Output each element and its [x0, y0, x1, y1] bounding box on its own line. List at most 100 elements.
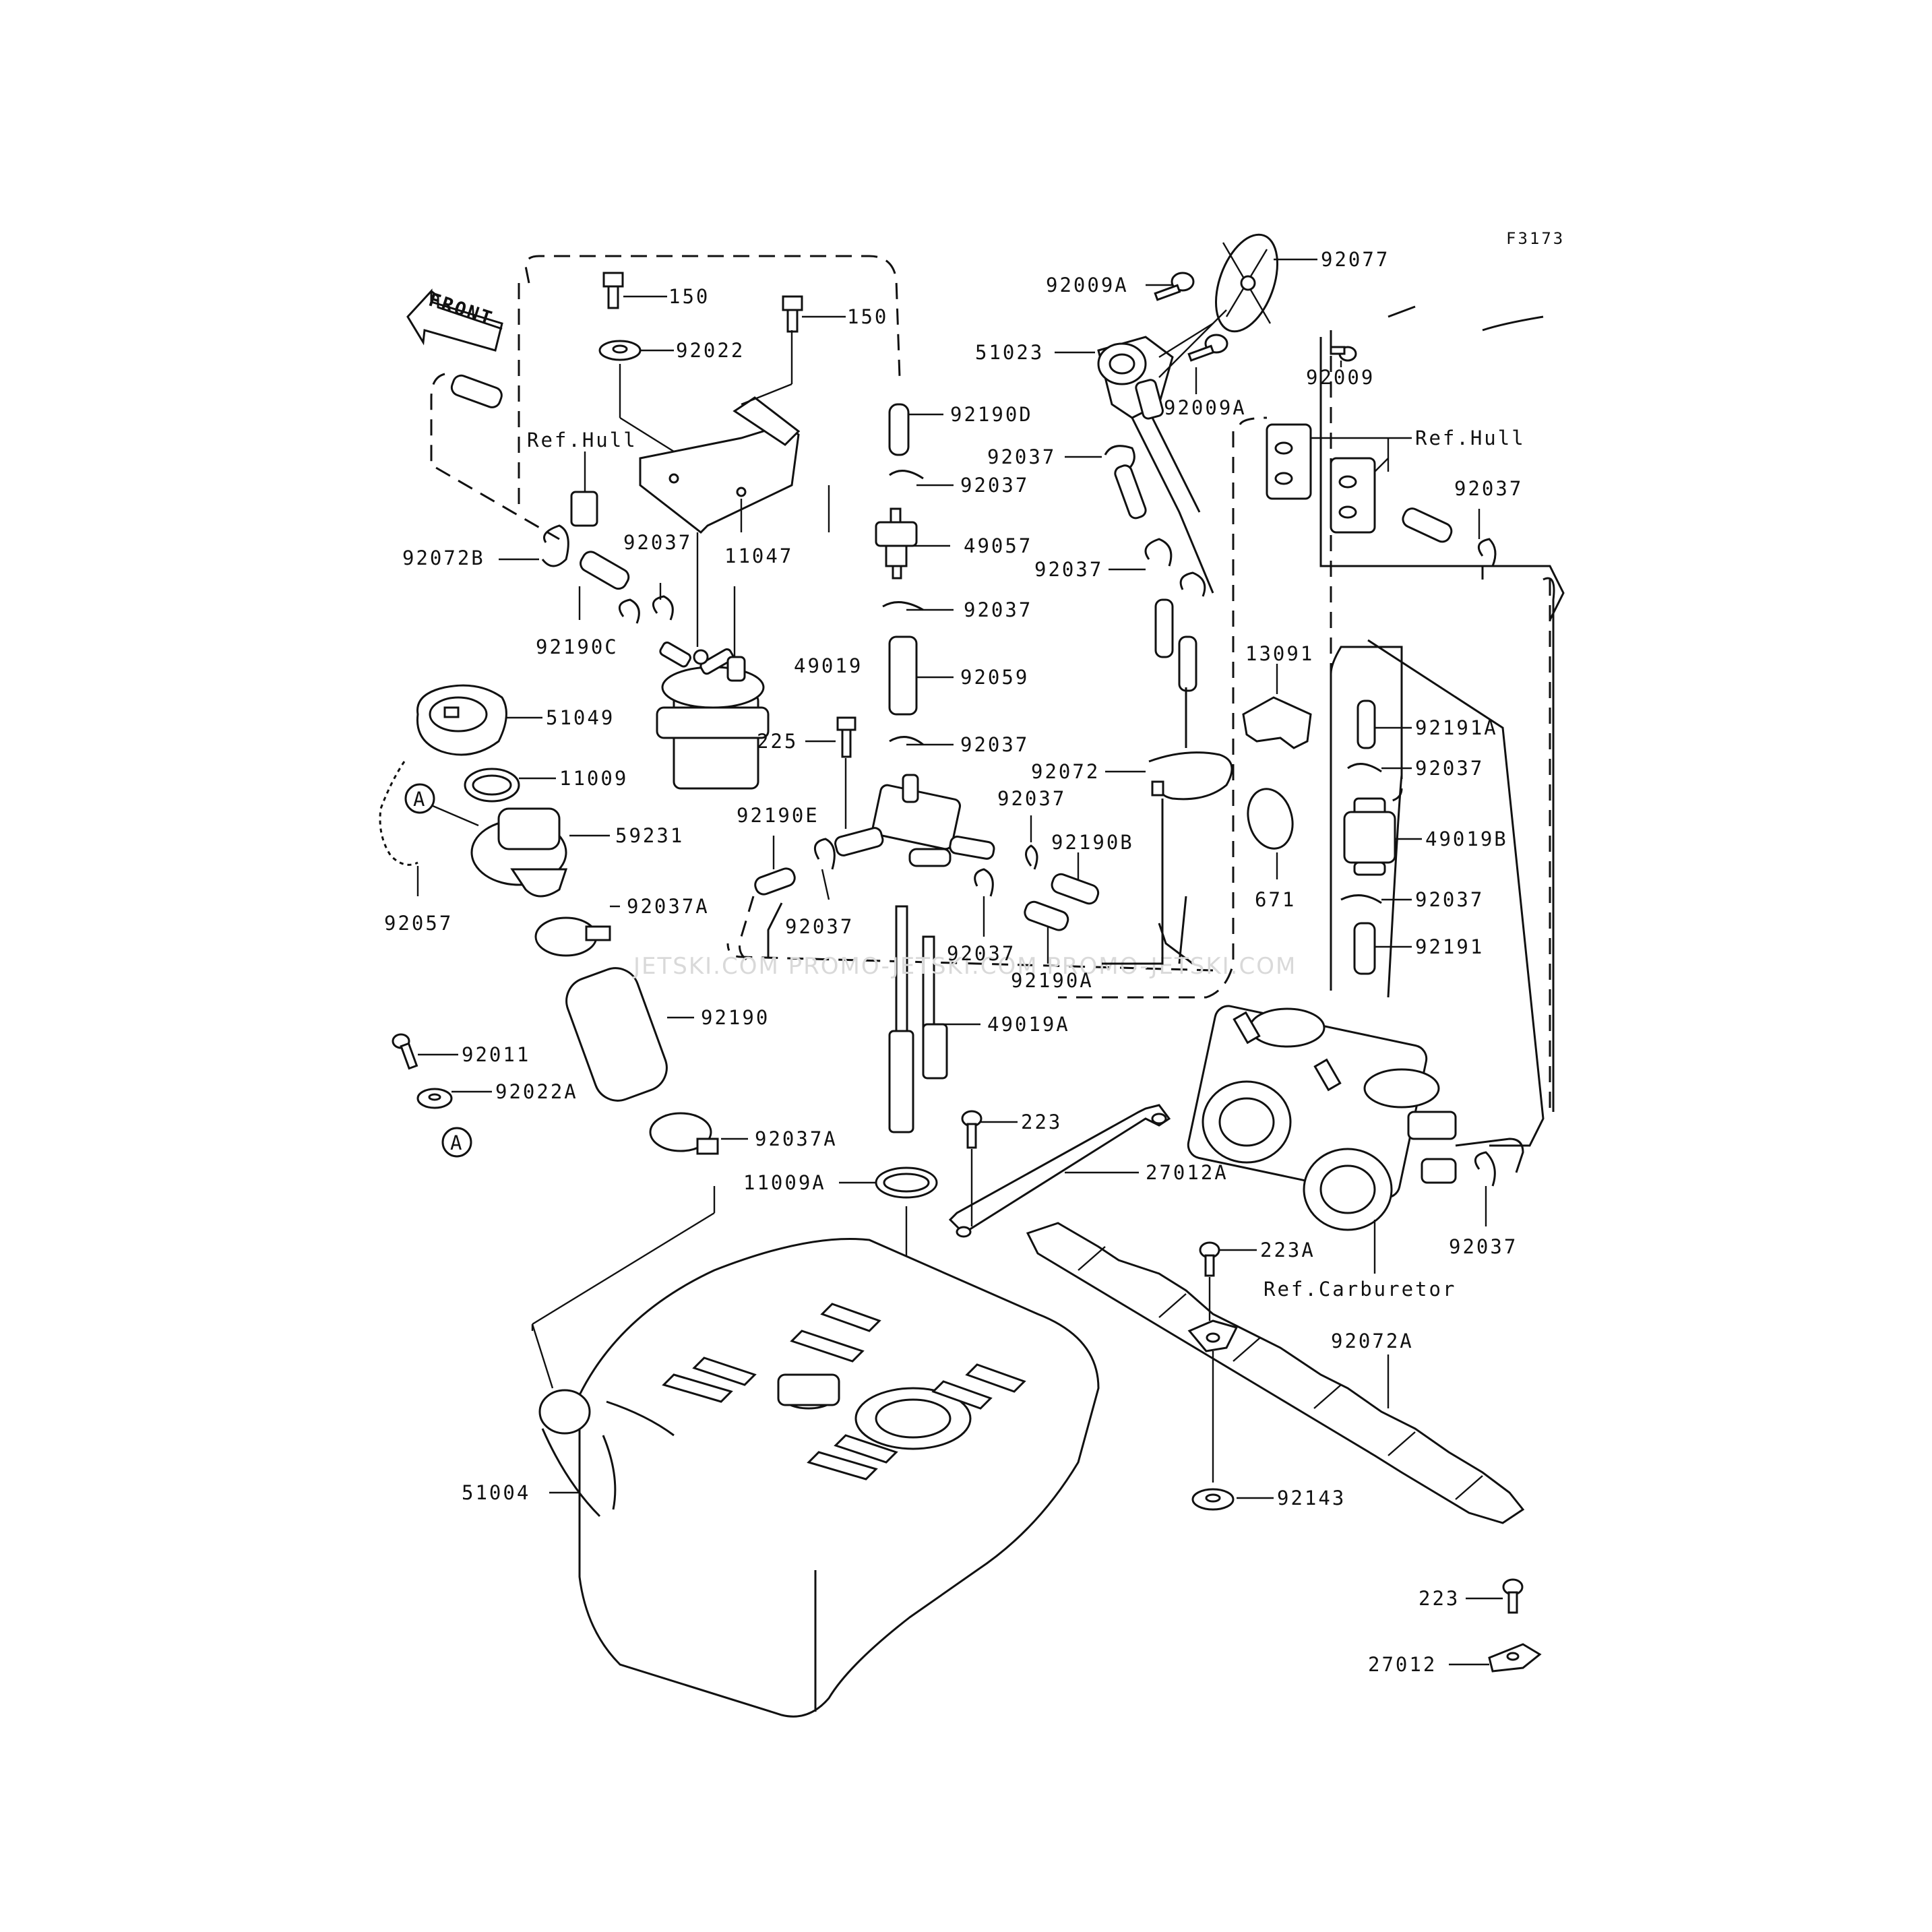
clamp-92037-f [813, 838, 836, 870]
hose-right-c [1178, 635, 1197, 692]
label-92191: 92191 [1415, 935, 1484, 958]
label-49019: 49019 [794, 654, 863, 677]
clamp-92037-l [1477, 538, 1497, 567]
hose-92190 [565, 967, 668, 1102]
fuel-filter-49019B [1343, 797, 1396, 876]
screw-223-b [1502, 1578, 1524, 1614]
label-49019A: 49019A [987, 1013, 1070, 1036]
label-49057: 49057 [964, 534, 1032, 557]
screw-225 [836, 716, 856, 758]
clamp-92037-e [652, 595, 674, 621]
vent-valve-51023 [1097, 309, 1227, 420]
clamp-92037-m [1347, 763, 1382, 773]
hose-right-d [1402, 507, 1453, 543]
screw-92009A-top [1154, 272, 1195, 301]
label-92077: 92077 [1321, 248, 1390, 271]
strap-92072A [1026, 1222, 1525, 1524]
label-51004: 51004 [462, 1481, 530, 1504]
label-51049: 51049 [546, 706, 615, 729]
front-direction-arrow: FRONT [406, 288, 503, 352]
label-92143: 92143 [1277, 1487, 1346, 1509]
label-223-b: 223 [1419, 1587, 1460, 1610]
callout-a-top-label: A [413, 788, 425, 811]
clamp-92037-d [618, 598, 640, 624]
label-92072B: 92072B [402, 547, 485, 569]
bracket-11047 [619, 330, 801, 534]
label-92037-6: 92037 [997, 787, 1066, 810]
label-92037-11: 92037 [1415, 757, 1484, 780]
part-number-labels: 150 150 92022 92190D 92037 49057 92037 1… [384, 248, 1526, 1676]
label-92190E: 92190E [737, 804, 819, 827]
hose-92190E [754, 867, 796, 896]
label-92022: 92022 [676, 339, 745, 362]
hose-right-b [1154, 598, 1174, 658]
fuel-filter-49019 [656, 532, 770, 790]
band-clamp-92072 [1148, 751, 1233, 801]
callout-a-bottom [441, 1127, 472, 1158]
label-223-a: 223 [1021, 1111, 1062, 1133]
clamp-92037-k [1179, 571, 1206, 597]
clamp-92037-a [889, 470, 924, 480]
label-92022A: 92022A [495, 1080, 578, 1103]
screw-92009A-bottom [1187, 334, 1228, 362]
label-92037A-1: 92037A [627, 895, 710, 918]
label-92037-13: 92037 [1449, 1235, 1518, 1258]
label-ref-hull-right: Ref.Hull [1415, 427, 1526, 449]
label-92009A-a: 92009A [1046, 274, 1129, 297]
clamp-92037-h [974, 868, 994, 897]
label-92037-2: 92037 [964, 598, 1032, 621]
clamp-92037-b [882, 601, 924, 611]
hose-routing-lines [430, 255, 1565, 1147]
fuel-tank-51004 [531, 1186, 1100, 1718]
clip-plate [1187, 1319, 1239, 1352]
label-13091: 13091 [1245, 642, 1314, 665]
hose-right-a [1114, 464, 1147, 520]
label-ref-carburetor: Ref.Carburetor [1264, 1278, 1456, 1301]
label-150-b: 150 [847, 305, 888, 328]
label-11047: 11047 [724, 544, 793, 567]
screw-92011 [392, 1033, 418, 1070]
fuel-filter-49057 [875, 507, 918, 580]
hose-clamp-92037A-a [534, 916, 611, 957]
label-92037-3: 92037 [623, 531, 692, 554]
hose-92191A [1357, 699, 1376, 749]
label-11009: 11009 [559, 767, 628, 790]
label-92037-10: 92037 [1454, 477, 1523, 500]
label-92011: 92011 [462, 1043, 530, 1066]
label-92191A: 92191A [1415, 716, 1498, 739]
clamp-92037-i [1104, 445, 1135, 473]
fuel-valve-49019A [834, 774, 995, 1133]
callout-a-top [404, 783, 435, 814]
hose-92191 [1353, 922, 1376, 975]
bracket-13091 [1242, 696, 1312, 749]
carburetor-assembly [1187, 1005, 1457, 1274]
vent-cap-92077 [1214, 233, 1279, 333]
hose-92190C [580, 551, 630, 590]
hose-clamp-92037A-b [649, 1112, 719, 1155]
stay-27012A [948, 1104, 1171, 1238]
label-92072: 92072 [1031, 760, 1100, 783]
label-92190B: 92190B [1051, 831, 1134, 854]
bolt-150-a [602, 272, 624, 309]
clamp-92037-c [889, 736, 924, 746]
label-223A: 223A [1260, 1239, 1315, 1261]
o-ring-671 [1247, 788, 1294, 850]
label-92190D: 92190D [950, 403, 1033, 426]
hose-92190B [1051, 873, 1100, 905]
label-92072A: 92072A [1331, 1330, 1414, 1352]
watermark: JETSKI.COM PROMO-JETSKI.COM PROMO-JETSKI… [632, 953, 1297, 980]
callout-a-bottom-label: A [450, 1131, 462, 1154]
label-92059: 92059 [960, 666, 1029, 689]
label-92009: 92009 [1306, 366, 1375, 389]
label-92037-4: 92037 [960, 733, 1029, 756]
label-92037-5: 92037 [785, 915, 854, 938]
hull-mount-block-left [570, 451, 598, 527]
label-92190: 92190 [701, 1006, 770, 1029]
label-11009A: 11009A [743, 1171, 826, 1194]
label-92057: 92057 [384, 912, 453, 935]
clamp-92037-g [1025, 844, 1038, 870]
label-92009A-b: 92009A [1164, 396, 1247, 419]
label-225: 225 [757, 730, 798, 753]
tether-chain-92057 [379, 761, 418, 866]
label-92037A-2: 92037A [755, 1127, 838, 1150]
